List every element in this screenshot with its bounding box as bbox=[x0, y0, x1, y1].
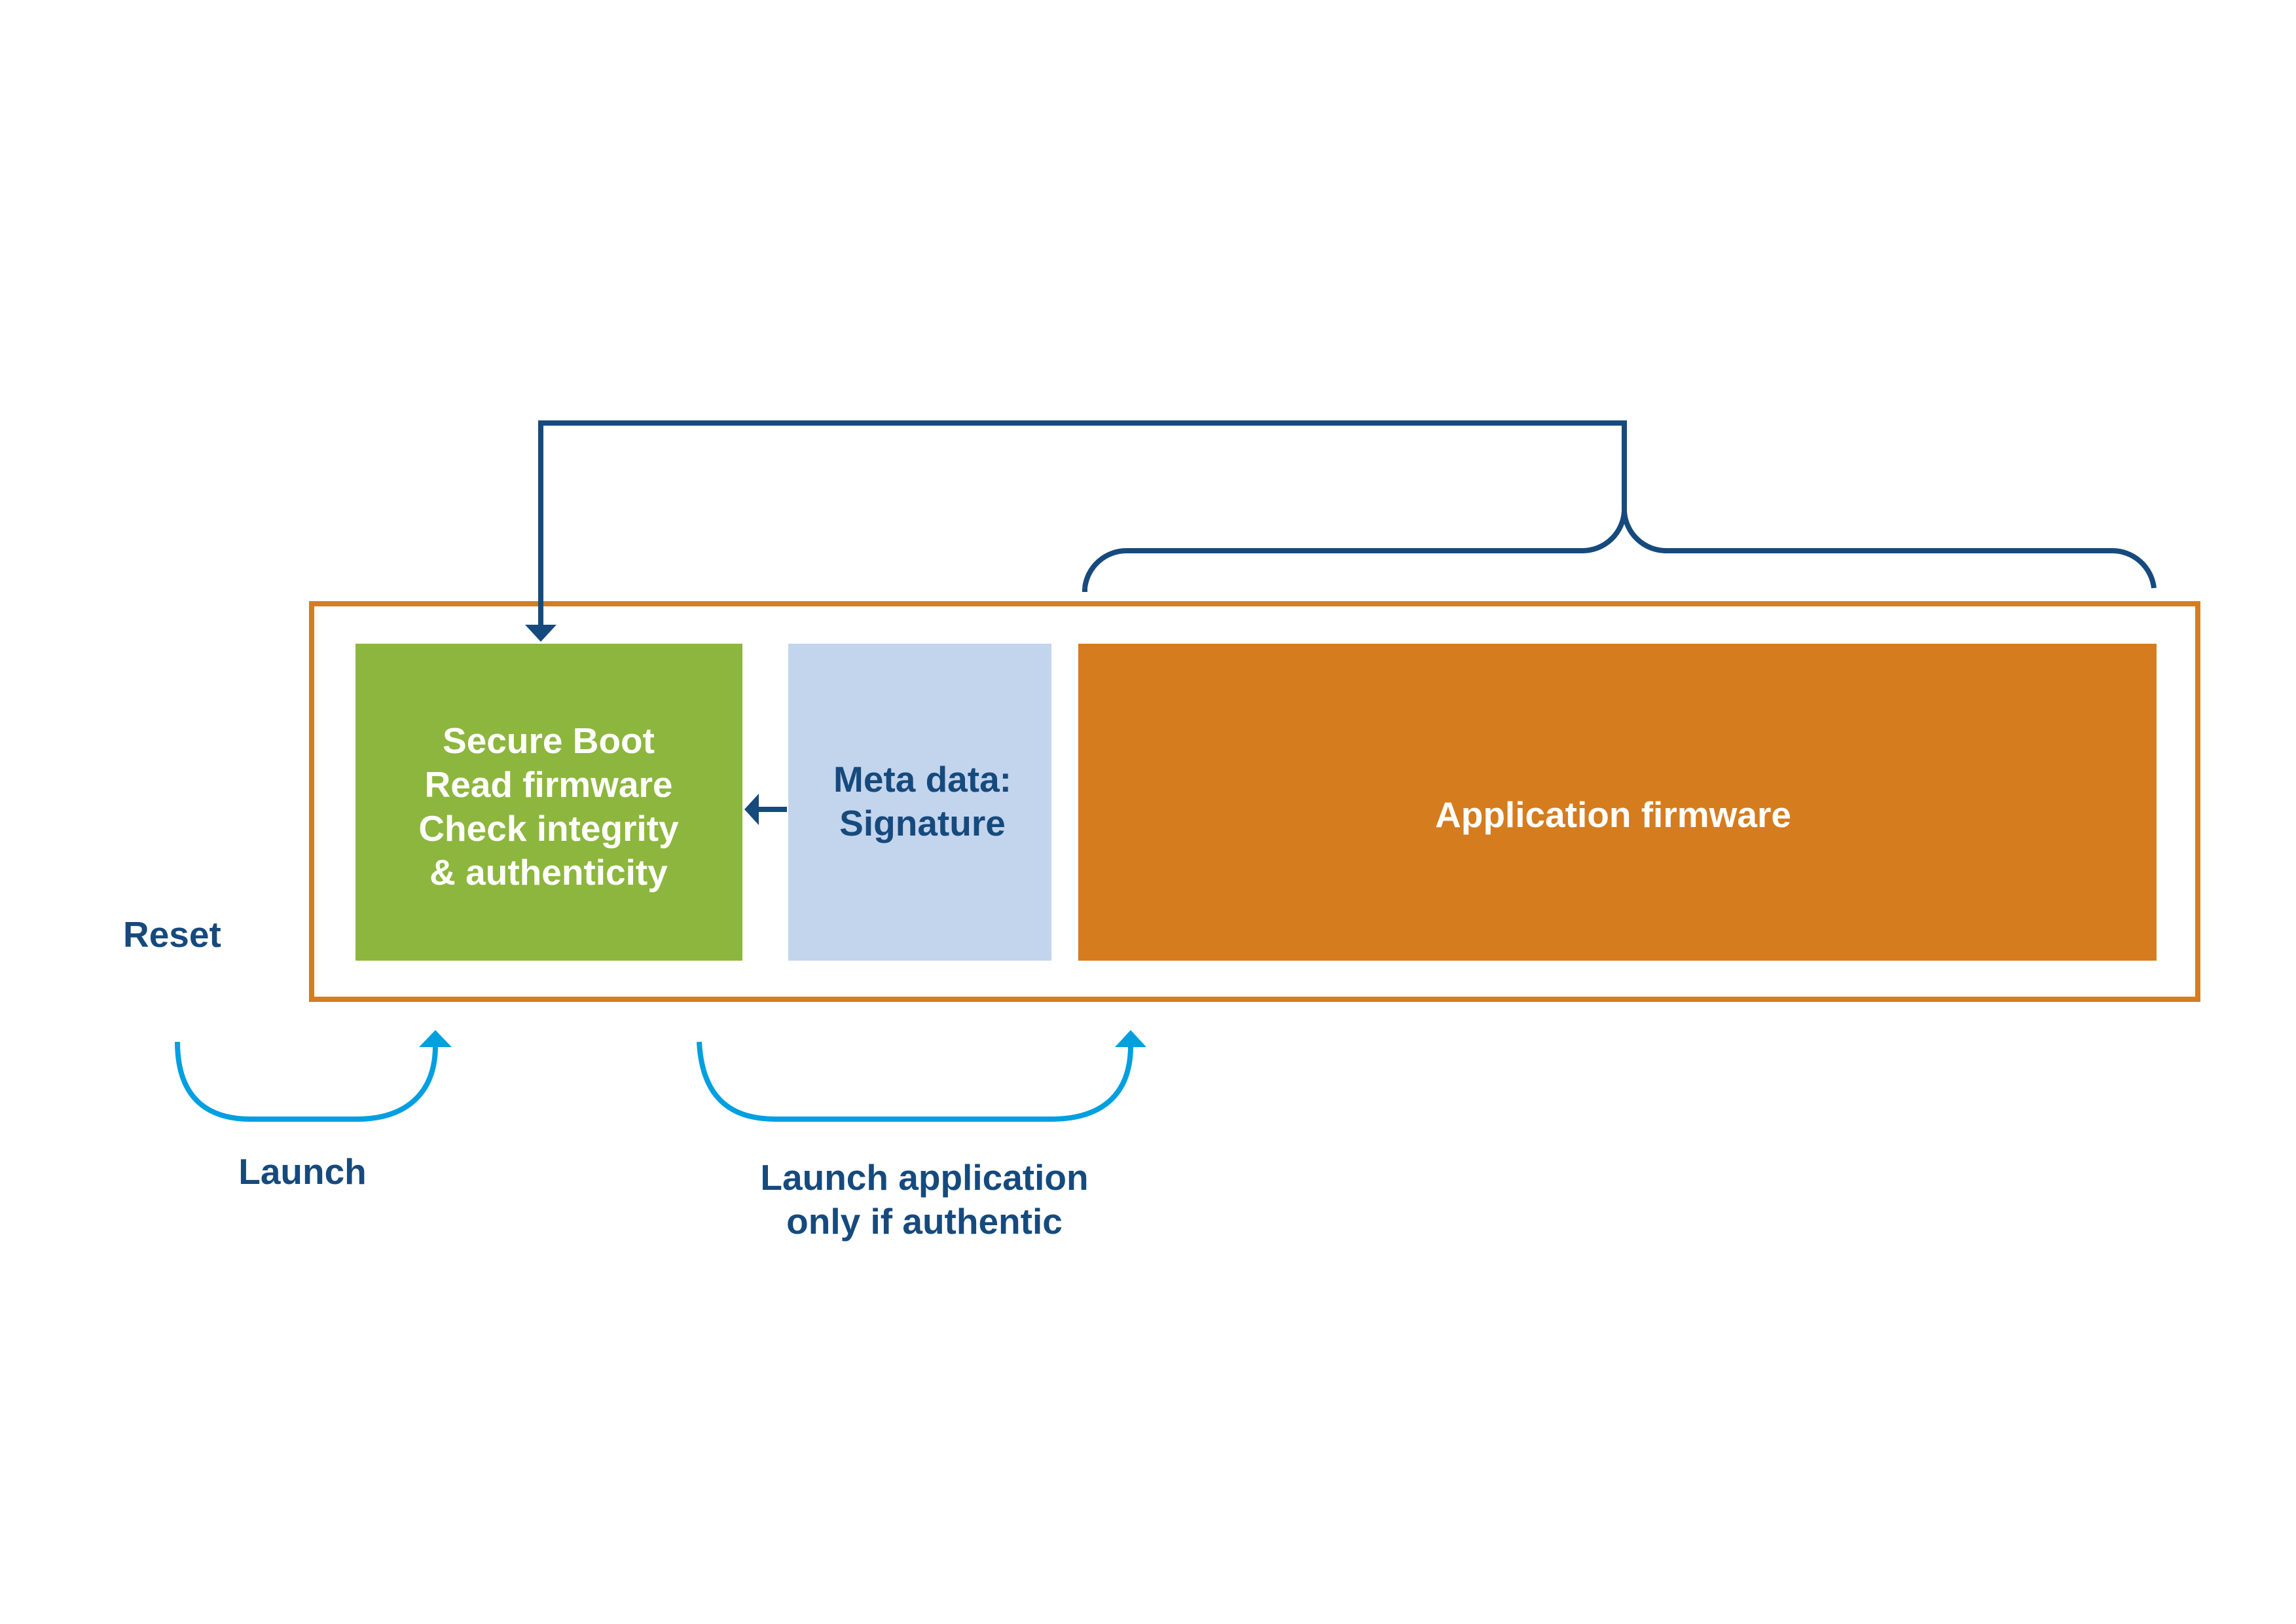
firmware-elbow-line bbox=[538, 420, 1627, 627]
secure-boot-block: Secure Boot Read firmware Check integrit… bbox=[355, 644, 742, 961]
application-firmware-label: Application firmware bbox=[1435, 794, 1791, 835]
metadata-box bbox=[788, 644, 1051, 961]
secure-boot-box bbox=[355, 644, 742, 961]
flash-memory-border bbox=[309, 601, 2200, 1002]
arrow-up-icon bbox=[419, 1030, 452, 1047]
firmware-brace bbox=[1082, 510, 2157, 592]
firmware-read-connector bbox=[525, 420, 2157, 642]
secure-boot-line-4: & authenticity bbox=[429, 852, 668, 893]
launch-application-label-line-1: Launch application bbox=[760, 1157, 1088, 1198]
launch-application-curve bbox=[697, 1041, 1133, 1122]
launch-application-label-line-2: only if authentic bbox=[786, 1201, 1063, 1242]
launch-application-connector: Launch application only if authentic bbox=[697, 1030, 1146, 1242]
secure-boot-line-3: Check integrity bbox=[418, 808, 679, 849]
secure-boot-line-2: Read firmware bbox=[424, 764, 672, 805]
arrow-left-icon bbox=[744, 794, 759, 825]
arrow-down-icon bbox=[525, 625, 556, 642]
metadata-line-2: Signature bbox=[839, 803, 1006, 843]
reset-label: Reset bbox=[123, 914, 221, 955]
application-firmware-block: Application firmware bbox=[1078, 644, 2157, 961]
launch-curve bbox=[175, 1041, 438, 1122]
secure-boot-line-1: Secure Boot bbox=[443, 720, 655, 761]
metadata-block: Meta data: Signature bbox=[788, 644, 1051, 961]
metadata-line-1: Meta data: bbox=[833, 759, 1011, 800]
arrow-up-icon bbox=[1115, 1030, 1146, 1047]
launch-connector: Launch bbox=[175, 1030, 452, 1192]
launch-label: Launch bbox=[238, 1151, 367, 1192]
application-firmware-box bbox=[1078, 644, 2157, 961]
signature-arrow bbox=[744, 794, 787, 825]
